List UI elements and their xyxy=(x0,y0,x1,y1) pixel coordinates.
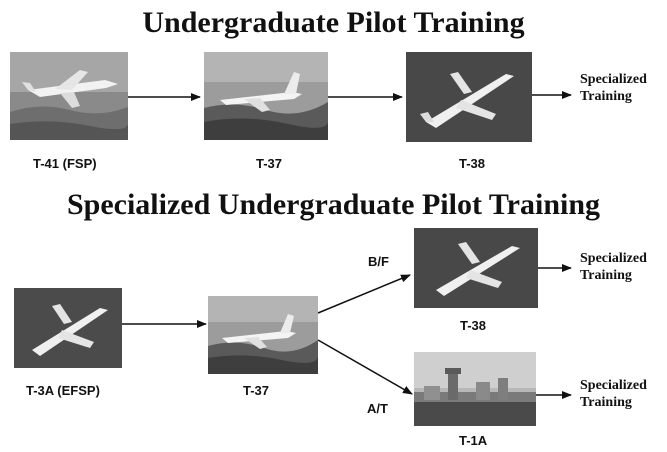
specialized-training-upt: Specialized Training xyxy=(580,71,647,105)
specialized-training-at: Specialized Training xyxy=(580,377,647,411)
supt-title: Specialized Undergraduate Pilot Training xyxy=(66,188,601,221)
track-at-label: A/T xyxy=(367,401,388,416)
specialized-training-bf: Specialized Training xyxy=(580,250,647,284)
track-bf-label: B/F xyxy=(368,254,389,269)
t38-photo-top xyxy=(406,52,532,142)
t38-photo-bottom xyxy=(414,228,538,308)
t41-photo xyxy=(10,52,128,140)
arrow-t37-to-t38-bf xyxy=(317,274,411,314)
t3a-photo xyxy=(14,288,122,368)
t1a-label: T-1A xyxy=(459,433,488,448)
t37-photo-bottom xyxy=(208,296,318,374)
t37-label-bottom: T-37 xyxy=(243,383,270,398)
specialized-text: Specialized xyxy=(580,72,647,87)
training-text: Training xyxy=(580,89,632,104)
upt-title: Undergraduate Pilot Training xyxy=(142,6,525,39)
training-text: Training xyxy=(580,395,632,410)
t38-label-top: T-38 xyxy=(459,156,486,171)
t37-label-top: T-37 xyxy=(256,156,283,171)
specialized-text: Specialized xyxy=(580,378,647,393)
t1a-photo xyxy=(414,352,536,426)
arrow-t37-to-t1a-at xyxy=(317,339,413,395)
t37-photo-top xyxy=(204,52,328,140)
t3a-label: T-3A (EFSP) xyxy=(26,383,100,398)
t38-label-bottom: T-38 xyxy=(460,318,487,333)
training-text: Training xyxy=(580,268,632,283)
t41-label: T-41 (FSP) xyxy=(33,156,97,171)
specialized-text: Specialized xyxy=(580,251,647,266)
